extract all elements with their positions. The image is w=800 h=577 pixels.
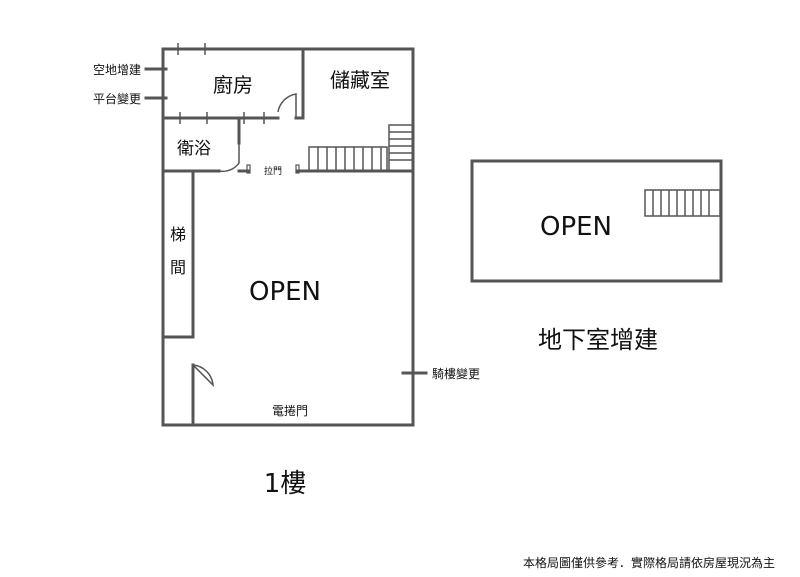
stairs-floor1-horizontal <box>308 146 388 172</box>
room-bathroom-label: 衛浴 <box>177 139 211 159</box>
sliding-door-right <box>295 164 300 174</box>
bathroom-door <box>218 143 240 173</box>
window-top <box>177 43 206 55</box>
basement-open-label: OPEN <box>540 212 612 242</box>
basement-outline <box>470 159 723 283</box>
kitchen-door <box>277 93 297 118</box>
room-open-label: OPEN <box>249 277 321 307</box>
floor1-plan: 廚房 儲藏室 衛浴 梯 間 OPEN 空地增建 平台變更 拉門 騎樓變更 電捲門… <box>93 43 480 499</box>
window-kitchen-bottom <box>179 112 265 124</box>
annotation-arcade-change: 騎樓變更 <box>432 366 480 381</box>
annotation-empty-lot-addition: 空地增建 <box>93 63 141 77</box>
room-kitchen-label: 廚房 <box>213 73 253 97</box>
room-storage-label: 儲藏室 <box>330 68 390 92</box>
basement-title: 地下室增建 <box>538 326 658 354</box>
annotation-sliding-door: 拉門 <box>264 165 282 177</box>
sliding-door-left <box>246 164 251 174</box>
disclaimer-text: 本格局圖僅供參考．實際格局請依房屋現況為主 <box>523 555 775 570</box>
stair-room-door <box>192 364 214 387</box>
annotation-platform-change: 平台變更 <box>93 91 141 106</box>
room-stair-label-1: 梯 <box>170 225 186 244</box>
annotation-rolling-door: 電捲門 <box>272 404 308 418</box>
basement-plan: OPEN 地下室增建 <box>470 159 723 354</box>
stairs-basement <box>644 189 721 217</box>
room-stair-label-2: 間 <box>170 258 186 277</box>
floor1-title: 1樓 <box>264 469 307 499</box>
stairs-floor1-vertical <box>388 124 414 172</box>
